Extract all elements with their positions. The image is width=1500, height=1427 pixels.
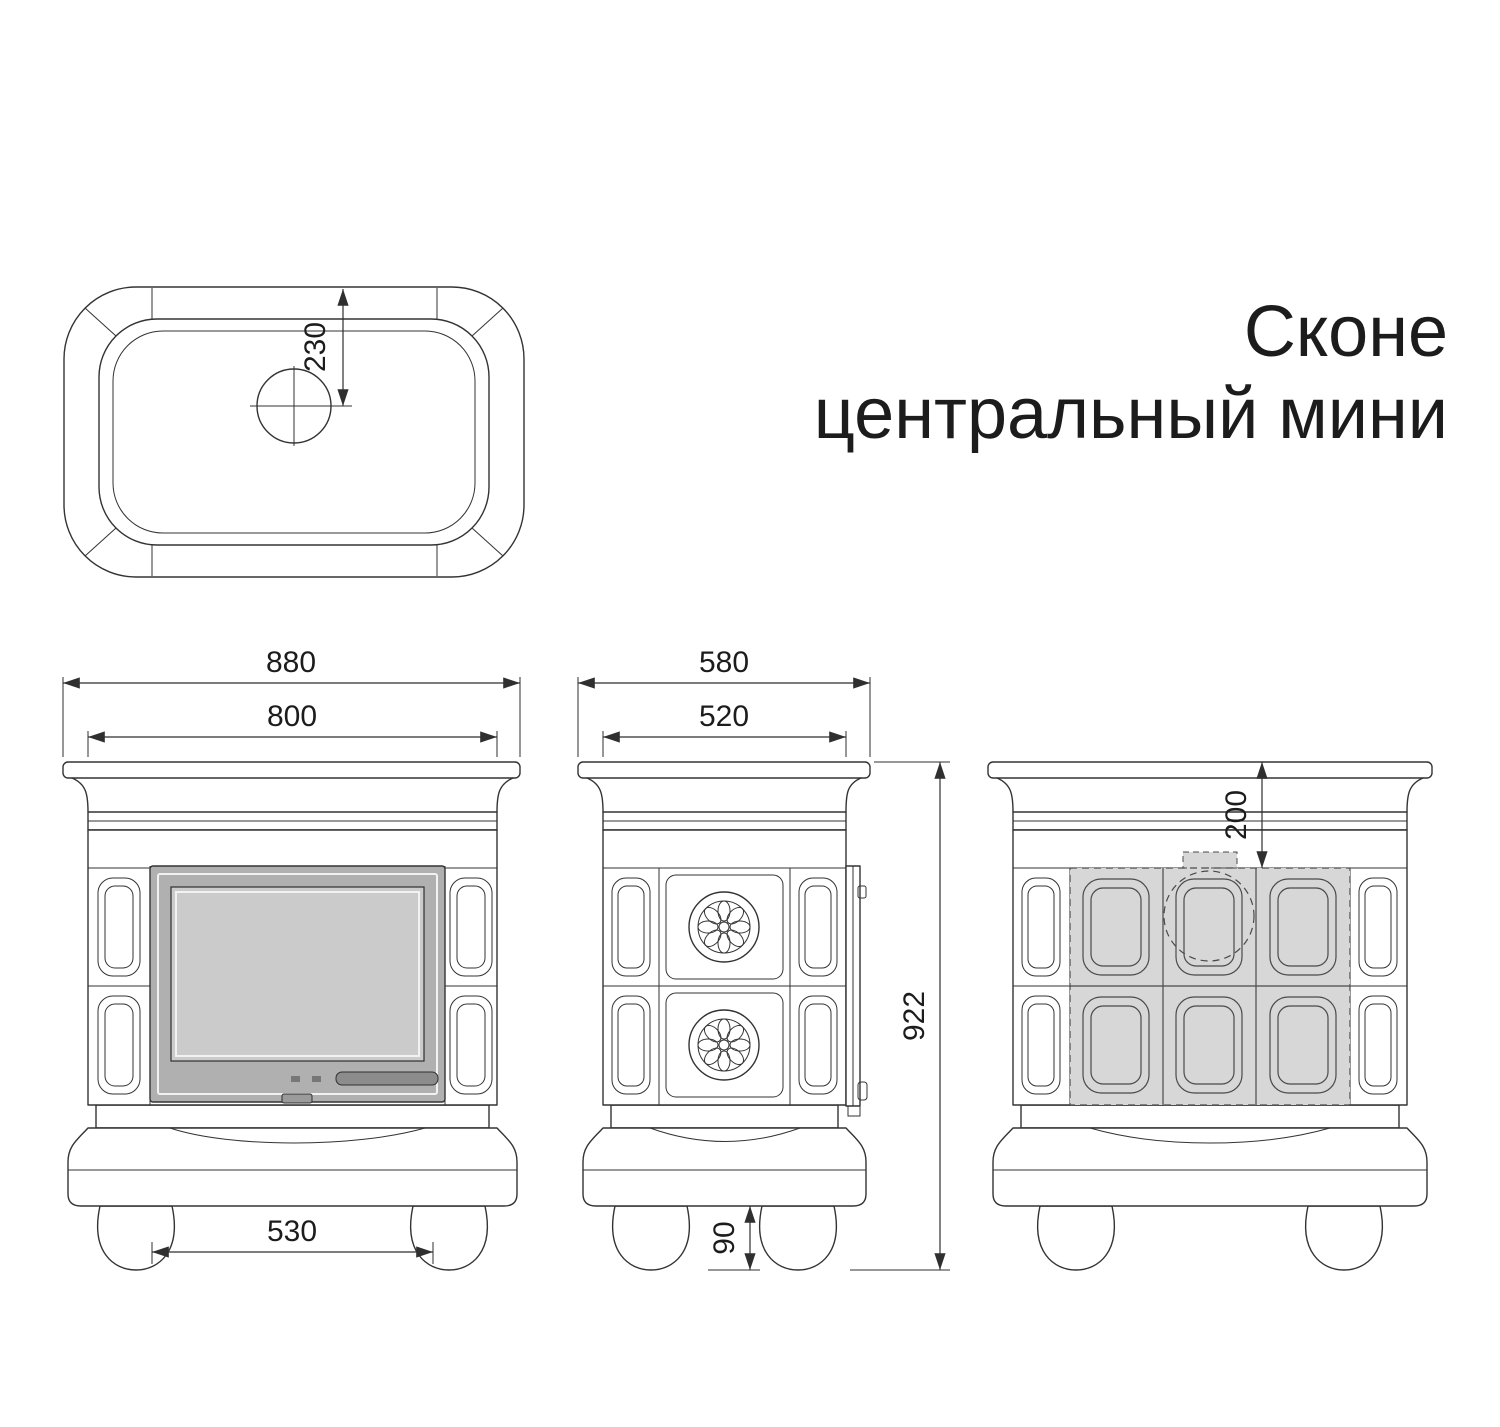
door-edge-foot (847, 1105, 861, 1117)
side-cornice-cove-right (845, 777, 862, 813)
corner-seam-line (84, 527, 117, 557)
side-view: 580 520 922 90 (577, 646, 950, 1271)
side-cornice-cove-left (586, 777, 604, 813)
side-molding-band (610, 1104, 839, 1129)
front-foot-left (97, 1205, 175, 1271)
tile-ornament (1277, 1005, 1329, 1085)
door-edge-profile (845, 865, 868, 1117)
rear-right-tile-ornaments (1358, 877, 1398, 1095)
rear-apron-curve (1089, 1127, 1331, 1144)
dim-label-580: 580 (699, 646, 749, 679)
door-glass (170, 886, 425, 1062)
side-foot-left (612, 1205, 690, 1271)
tile-ornament (1082, 878, 1150, 976)
rear-cornice-slab (987, 761, 1433, 779)
door-latch (281, 1093, 313, 1104)
corner-seam-line (471, 307, 504, 337)
front-plinth (67, 1127, 518, 1207)
side-apron-curve (649, 1127, 801, 1142)
shaded-tile-block (1069, 851, 1351, 1106)
shaded-area-outline (1069, 867, 1351, 1106)
rear-foot-right (1305, 1205, 1383, 1271)
side-body-outline (602, 829, 847, 1106)
rear-left-tile-ornaments (1021, 877, 1061, 1095)
front-cornice-slab (62, 761, 521, 779)
title-line-2: центральный мини (814, 374, 1448, 454)
plan-recess-edge (112, 330, 476, 534)
door-handle-knob (857, 1081, 868, 1101)
drawing-title: Сконе центральный мини (814, 292, 1448, 454)
hidden-flue-circle (1163, 870, 1255, 962)
front-view: 880 800 530 (62, 646, 521, 1271)
tile-ornament (1183, 1005, 1235, 1085)
tile-ornament (1277, 887, 1329, 967)
rear-plinth (992, 1127, 1428, 1207)
rosette-tile-top (665, 874, 784, 980)
door-vent-dot (291, 1076, 300, 1082)
side-plinth (582, 1127, 867, 1207)
rear-view: 200 (987, 761, 1433, 1271)
dim-label-200: 200 (1220, 790, 1253, 840)
rosette-tile-bottom (665, 992, 784, 1098)
front-molding-band (95, 1104, 490, 1129)
front-cornice-cove-right (496, 777, 514, 813)
dim-label-520: 520 (699, 700, 749, 733)
tile-ornament (1090, 887, 1142, 967)
firebox-door (149, 865, 446, 1104)
rear-molding-band (1020, 1104, 1400, 1129)
front-apron-curve (169, 1127, 426, 1144)
front-foot-right (410, 1205, 488, 1271)
front-cornice-cove-left (71, 777, 89, 813)
door-hinge (857, 885, 867, 899)
tile-ornament (1269, 996, 1337, 1094)
top-view: 230 (63, 286, 525, 578)
side-foot-right (759, 1205, 837, 1271)
tile-ornament (1082, 996, 1150, 1094)
rear-cornice-cove-right (1406, 777, 1424, 813)
title-line-1: Сконе (1244, 292, 1448, 372)
front-right-tile-ornaments (449, 877, 493, 1095)
tile-ornament (1090, 1005, 1142, 1085)
side-cornice-slab (577, 761, 871, 779)
dim-label-800: 800 (267, 700, 317, 733)
rear-foot-left (1037, 1205, 1115, 1271)
dim-label-230: 230 (299, 322, 332, 372)
dim-label-922: 922 (898, 991, 931, 1041)
rosette-petals (697, 1018, 751, 1072)
door-handle-strip (335, 1071, 439, 1086)
front-left-tile-ornaments (97, 877, 141, 1095)
tile-ornament (1183, 887, 1235, 967)
dim-label-530: 530 (267, 1215, 317, 1248)
door-glass-highlight (175, 891, 420, 1057)
rear-cornice-cove-left (996, 777, 1014, 813)
tile-ornament (1269, 878, 1337, 976)
flue-collar (1182, 851, 1238, 869)
side-left-tile-ornaments (611, 877, 651, 1095)
corner-seam-line (84, 307, 117, 337)
dim-label-90: 90 (708, 1221, 741, 1254)
corner-seam-line (471, 527, 504, 557)
rosette-petals (697, 900, 751, 954)
tile-ornament (1175, 996, 1243, 1094)
tile-ornament (1175, 878, 1243, 976)
side-right-tile-ornaments (798, 877, 838, 1095)
dim-label-880: 880 (266, 646, 316, 679)
door-vent-dot (312, 1076, 321, 1082)
